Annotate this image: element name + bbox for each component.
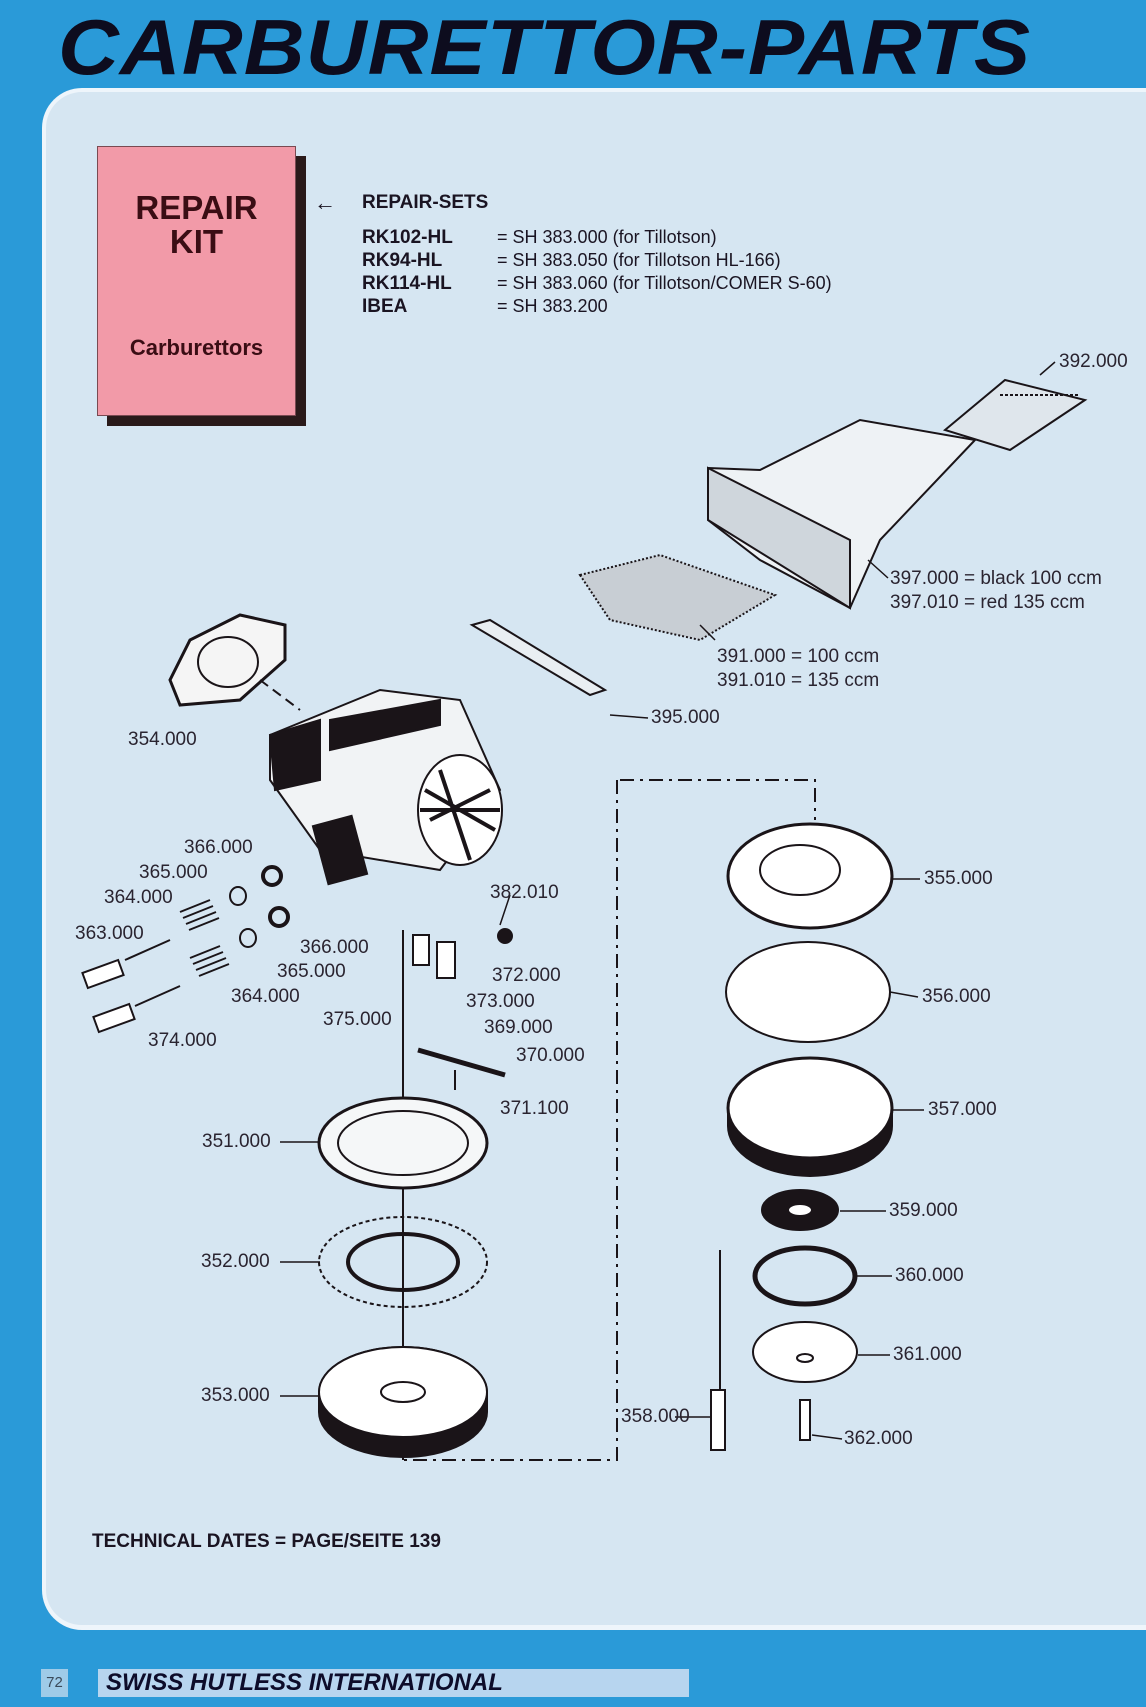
part-label-397-010: 397.010 = red 135 ccm <box>890 592 1085 613</box>
part-label-372: 372.000 <box>492 965 561 986</box>
part-label-370: 370.000 <box>516 1045 585 1066</box>
repair-set-code: RK102-HL <box>362 227 453 248</box>
part-label-366-bottom: 366.000 <box>300 937 369 958</box>
repair-set-row: RK94-HL = SH 383.050 (for Tillotson HL-16… <box>362 250 781 272</box>
pump-diaphragm-stack-left <box>317 1096 489 1458</box>
repair-set-row: IBEA = SH 383.200 <box>362 296 608 318</box>
filter-element-drawing <box>469 553 778 697</box>
footer-brand-bar: SWISS HUTLESS INTERNATIONAL <box>98 1669 689 1697</box>
part-label-352: 352.000 <box>201 1251 270 1272</box>
part-label-351: 351.000 <box>202 1131 271 1152</box>
carburettor-body-drawing <box>268 688 503 886</box>
part-label-366-top: 366.000 <box>184 837 253 858</box>
part-label-371: 371.100 <box>500 1098 569 1119</box>
air-filter-drawing <box>707 378 1088 610</box>
repair-set-row: RK114-HL = SH 383.060 (for Tillotson/COME… <box>362 273 832 295</box>
repair-kit-subtitle: Carburettors <box>129 335 264 360</box>
part-label-360: 360.000 <box>895 1265 964 1286</box>
repair-set-value: = SH 383.050 (for Tillotson HL-166) <box>497 250 781 270</box>
repair-set-row: RK102-HL = SH 383.000 (for Tillotson) <box>362 227 717 249</box>
part-label-362: 362.000 <box>844 1428 913 1449</box>
pump-diaphragm-stack-right <box>403 779 894 1461</box>
part-label-364-bottom: 364.000 <box>231 986 300 1007</box>
part-label-369: 369.000 <box>484 1017 553 1038</box>
part-label-391-010: 391.010 = 135 ccm <box>717 670 880 691</box>
part-label-395: 395.000 <box>651 707 720 728</box>
technical-dates-note: TECHNICAL DATES = PAGE/SEITE 139 <box>92 1531 441 1552</box>
arrow-left-icon: ← <box>314 190 336 215</box>
repair-set-code: RK94-HL <box>362 250 443 271</box>
part-label-392: 392.000 <box>1059 351 1128 372</box>
leader-lines <box>280 361 1056 1440</box>
repair-set-code: IBEA <box>362 296 408 317</box>
part-label-354: 354.000 <box>128 729 197 750</box>
repair-kit-box: REPAIR KIT Carburettors <box>97 146 296 416</box>
part-label-356: 356.000 <box>922 986 991 1007</box>
part-label-364-top: 364.000 <box>104 887 173 908</box>
part-label-359: 359.000 <box>889 1200 958 1221</box>
repair-set-value: = SH 383.000 (for Tillotson) <box>497 227 717 247</box>
page-number: 72 <box>41 1669 68 1697</box>
part-label-365-top: 365.000 <box>139 862 208 883</box>
repair-set-value: = SH 383.060 (for Tillotson/COMER S-60) <box>497 273 832 293</box>
repair-set-code: RK114-HL <box>362 273 452 294</box>
part-label-363: 363.000 <box>75 923 144 944</box>
part-label-374: 374.000 <box>148 1030 217 1051</box>
part-label-397-000: 397.000 = black 100 ccm <box>890 568 1102 589</box>
footer-brand: SWISS HUTLESS INTERNATIONAL <box>106 1669 503 1696</box>
part-label-375: 375.000 <box>323 1009 392 1030</box>
part-label-358: 358.000 <box>621 1406 690 1427</box>
repair-sets-heading: REPAIR-SETS <box>362 192 489 213</box>
part-label-361: 361.000 <box>893 1344 962 1365</box>
gasket-354-drawing <box>168 613 301 711</box>
part-label-373: 373.000 <box>466 991 535 1012</box>
part-label-391-000: 391.000 = 100 ccm <box>717 646 880 667</box>
repair-kit-line1: REPAIR <box>135 189 258 226</box>
part-label-353: 353.000 <box>201 1385 270 1406</box>
part-label-365-bottom: 365.000 <box>277 961 346 982</box>
part-label-355: 355.000 <box>924 868 993 889</box>
part-label-382: 382.010 <box>490 882 559 903</box>
page-title: CARBURETTOR-PARTS <box>58 3 1032 91</box>
repair-kit-line2: KIT <box>169 223 224 260</box>
repair-sets: ← REPAIR-SETS RK102-HL = SH 383.000 (for … <box>314 190 832 317</box>
part-label-357: 357.000 <box>928 1099 997 1120</box>
repair-set-value: = SH 383.200 <box>497 296 608 316</box>
